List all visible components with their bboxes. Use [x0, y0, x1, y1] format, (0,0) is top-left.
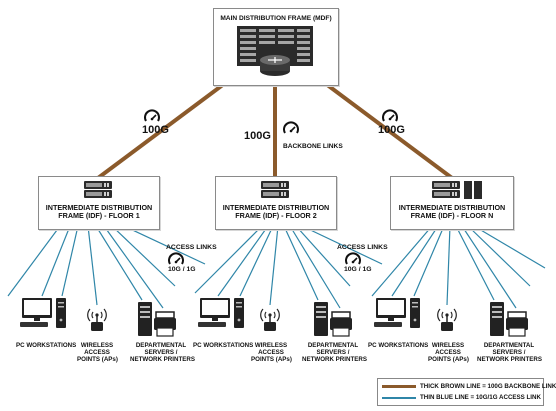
access-links-floor-2 [194, 225, 383, 309]
speedometer-icon [345, 252, 361, 265]
pc-workstations-label: PC WORKSTATIONS [193, 342, 254, 349]
speedometer-icon [144, 109, 160, 122]
backbone-speed-right: 100G [378, 124, 405, 136]
access-links-floor-n [371, 225, 546, 309]
idf-title-floor-n: INTERMEDIATE DISTRIBUTION FRAME (IDF) - … [398, 203, 506, 221]
desktop-pc-icon [20, 298, 66, 328]
legend-backbone-row: THICK BROWN LINE = 100G BACKBONE LINK [382, 381, 556, 392]
legend-brown-text: THICK BROWN LINE = 100G BACKBONE LINK [420, 383, 556, 390]
switch-icon [261, 181, 289, 198]
switch-icon [84, 181, 112, 198]
desktop-pc-icon [198, 298, 244, 328]
legend-blue-text: THIN BLUE LINE = 10G/1G ACCESS LINK [420, 394, 541, 401]
access-links-label-left: ACCESS LINKS [166, 244, 217, 251]
backbone-speed-center: 100G [244, 130, 271, 142]
pc-workstations-label: PC WORKSTATIONS [368, 342, 429, 349]
backbone-speed-left: 100G [142, 124, 169, 136]
server-tower-icon [137, 301, 177, 337]
wireless-ap-icon [436, 308, 458, 332]
speedometer-icon [283, 121, 299, 134]
desktop-pc-icon [374, 298, 420, 328]
server-tower-icon [489, 301, 529, 337]
access-speed-left: 10G / 1G [168, 266, 196, 273]
access-links-floor-1 [7, 225, 206, 309]
backbone-links-label: BACKBONE LINKS [283, 143, 343, 150]
idf-title-floor-1: INTERMEDIATE DISTRIBUTION FRAME (IDF) - … [45, 203, 153, 221]
legend-blue-swatch [382, 397, 416, 399]
mdf-title: MAIN DISTRIBUTION FRAME (MDF) [220, 15, 332, 22]
wireless-ap-icon [259, 308, 281, 332]
legend-access-row: THIN BLUE LINE = 10G/1G ACCESS LINK [382, 392, 541, 403]
router-icon [260, 55, 290, 76]
switch-icon [432, 181, 482, 199]
legend: THICK BROWN LINE = 100G BACKBONE LINK TH… [377, 378, 556, 406]
speedometer-icon [168, 252, 184, 265]
pc-workstations-label: PC WORKSTATIONS [16, 342, 77, 349]
legend-brown-swatch [382, 385, 416, 388]
access-speed-right: 10G / 1G [344, 266, 372, 273]
wireless-ap-icon [86, 308, 108, 332]
idf-title-floor-2: INTERMEDIATE DISTRIBUTION FRAME (IDF) - … [222, 203, 330, 221]
backbone-link-floor-n [316, 76, 454, 180]
backbone-link-floor-1 [96, 76, 234, 180]
speedometer-icon [382, 109, 398, 122]
server-tower-icon [313, 301, 353, 337]
access-links-label-right: ACCESS LINKS [337, 244, 388, 251]
